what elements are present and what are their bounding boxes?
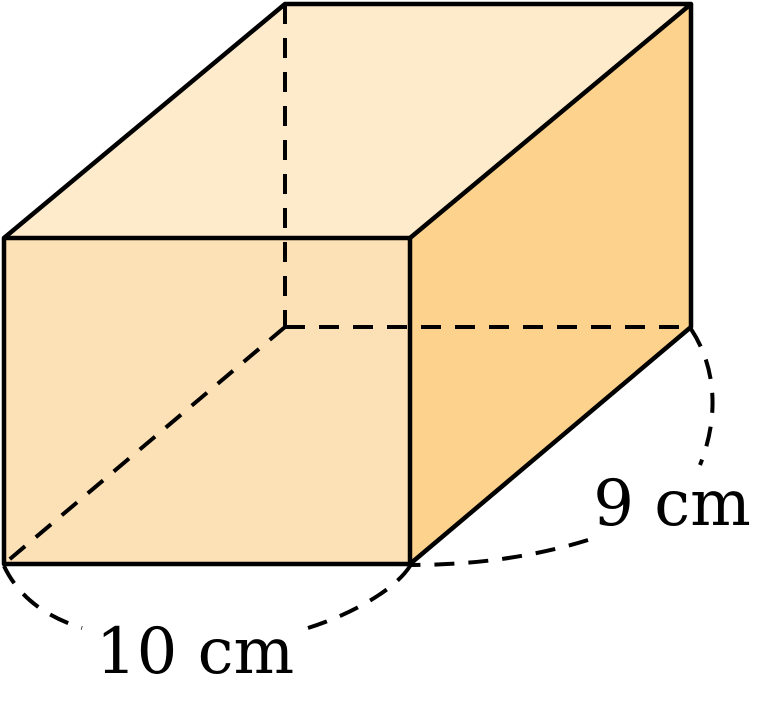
hidden-edge-depth bbox=[2, 325, 287, 566]
side-face-outline bbox=[408, 4, 694, 566]
front-face bbox=[4, 238, 410, 564]
hidden-edges bbox=[2, 4, 691, 566]
width-dimension-arc bbox=[2, 565, 83, 630]
depth-dimension-arc bbox=[689, 327, 715, 466]
dimension-arcs bbox=[2, 327, 715, 630]
width-dimension-arc-right bbox=[307, 564, 412, 630]
right-side-face bbox=[410, 4, 691, 564]
width-label: 10 cm bbox=[96, 615, 294, 689]
top-face-outline bbox=[2, 1, 694, 240]
depth-label: 9 cm bbox=[593, 467, 751, 541]
top-face bbox=[4, 4, 691, 238]
